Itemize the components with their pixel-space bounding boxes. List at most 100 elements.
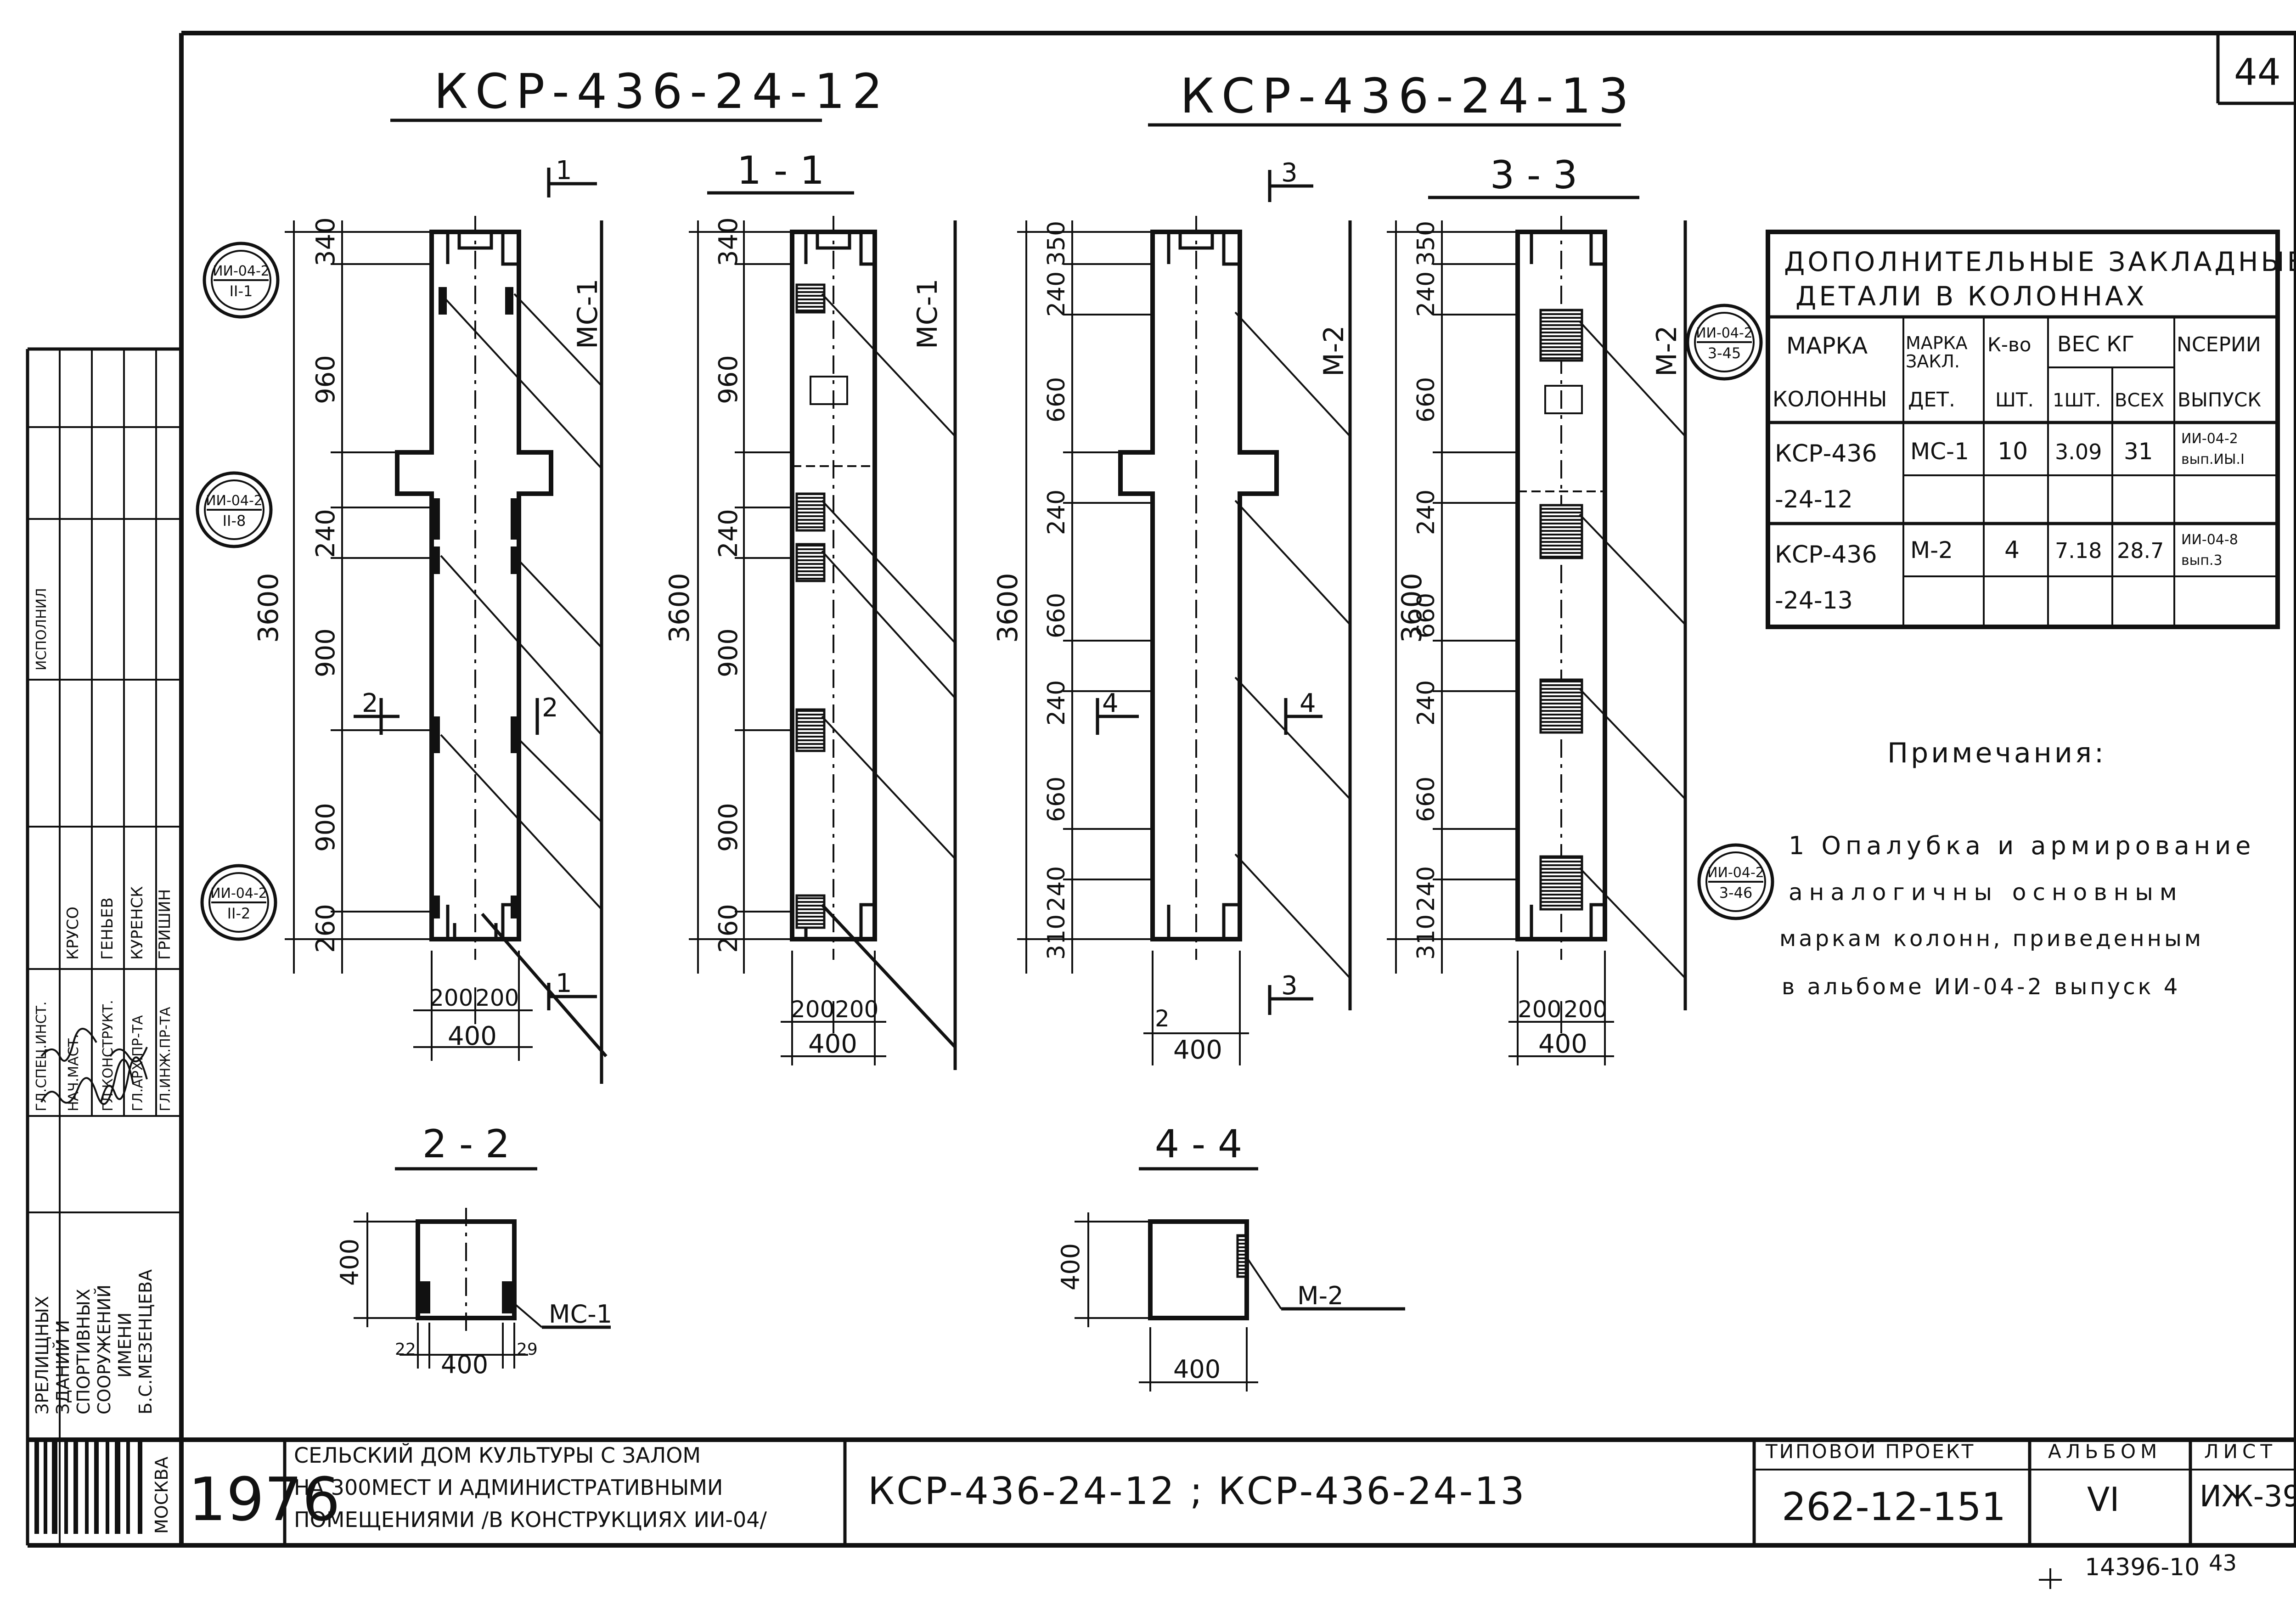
section-4-4: 4 - 4 М-2 400 400 [1056, 1121, 1405, 1392]
svg-text:240: 240 [1412, 866, 1440, 912]
svg-text:К-во: К-во [1987, 333, 2031, 356]
stamp-album: VI [2087, 1480, 2120, 1519]
ref-bubble-3: ИИ-04-2 II-2 [200, 864, 277, 941]
svg-text:240: 240 [1043, 271, 1070, 317]
svg-text:3-46: 3-46 [1719, 884, 1753, 901]
svg-text:II-8: II-8 [223, 512, 246, 530]
stamp-sheet-label: ЛИСТ [2204, 1440, 2277, 1463]
svg-text:3: 3 [1281, 971, 1298, 1001]
svg-text:2: 2 [1155, 1005, 1170, 1032]
svg-text:ВЫПУСК: ВЫПУСК [2178, 389, 2261, 411]
label-mc1-s22: МС-1 [549, 1300, 612, 1329]
svg-text:22: 22 [395, 1340, 416, 1359]
stamp-type: 262-12-151 [1782, 1484, 2006, 1529]
page-number: 44 [2234, 51, 2281, 94]
dim-col1-0: 340 [311, 217, 341, 266]
title-left: КСР-436-24-12 [434, 63, 890, 119]
side-stamp-org-2: СПОРТИВНЫХ [73, 1289, 94, 1414]
svg-text:240: 240 [1412, 271, 1440, 317]
svg-text:400: 400 [1056, 1243, 1085, 1290]
column-elevation-2: М-2 3600 350 240 660 240 660 240 660 240… [992, 158, 1352, 1065]
cut-mark-1-top: 1 [556, 156, 572, 186]
label-m2-s33: М-2 [1651, 325, 1683, 377]
svg-text:310: 310 [1412, 914, 1440, 960]
ref-bubble-1: ИИ-04-2 II-1 [203, 242, 280, 319]
label-mc1-col1: МС-1 [572, 279, 604, 349]
ref-bubble-4: ИИ-04-2 3-45 [1686, 304, 1763, 381]
dim-col1-width: 400 [448, 1021, 497, 1051]
svg-text:МС-1: МС-1 [1910, 438, 1969, 465]
svg-text:1ШТ.: 1ШТ. [2053, 390, 2101, 411]
svg-text:660: 660 [1412, 593, 1440, 638]
svg-text:МАРКА: МАРКА [1906, 333, 1968, 353]
notes-line-2: маркам колонн, приведенным [1779, 926, 2204, 952]
footer-page: 43 [2209, 1550, 2237, 1576]
svg-text:240: 240 [1043, 866, 1070, 912]
ref-bubble-5: ИИ-04-2 3-46 [1697, 843, 1774, 920]
svg-text:340: 340 [714, 217, 743, 266]
svg-text:3: 3 [1281, 158, 1298, 188]
svg-text:350: 350 [1412, 221, 1440, 266]
svg-text:200: 200 [1564, 996, 1607, 1023]
side-stamp-org-1: ЗДАНИЙ И [53, 1320, 73, 1414]
svg-text:660: 660 [1412, 777, 1440, 822]
stamp-sheet: ИЖ-39 [2200, 1480, 2296, 1514]
side-stamp: ГЛ.ИНЖ.ПР-ТА ГЛ.АРХ.ПР-ТА ГЛ.КОНСТРУКТ. … [28, 349, 181, 1545]
svg-text:260: 260 [714, 904, 743, 953]
dim-col1-half-b: 200 [475, 985, 519, 1011]
svg-text:КСР-436: КСР-436 [1775, 440, 1877, 468]
dim-col1-5: 260 [311, 904, 341, 953]
svg-text:400: 400 [335, 1239, 364, 1286]
side-stamp-city: МОСКВА [152, 1457, 172, 1534]
svg-text:660: 660 [1412, 377, 1440, 423]
section-2-2-title: 2 - 2 [422, 1121, 510, 1166]
svg-text:ИИ-04-2: ИИ-04-2 [213, 263, 270, 279]
section-3-3-title: 3 - 3 [1490, 152, 1578, 197]
svg-text:ИИ-04-2: ИИ-04-2 [206, 493, 263, 509]
side-stamp-org-3: СООРУЖЕНИЙ [94, 1285, 114, 1414]
svg-text:КСР-436: КСР-436 [1775, 541, 1877, 569]
label-mc1-s11: МС-1 [912, 279, 944, 349]
svg-text:28.7: 28.7 [2117, 538, 2164, 563]
cut-mark-2-left: 2 [362, 688, 378, 718]
svg-text:200: 200 [1518, 996, 1561, 1023]
dim-col1-4: 900 [311, 803, 341, 852]
svg-text:900: 900 [714, 803, 743, 852]
footer-number: 14396-10 [2085, 1554, 2200, 1581]
section-3-3: 3 - 3 М-2 3600 350 240 660 240 6 [1387, 152, 1687, 1065]
svg-text:350: 350 [1043, 221, 1070, 266]
side-stamp-role-2: ГЛ.КОНСТРУКТ. [100, 1000, 116, 1111]
section-1-1: 1 - 1 МС-1 3600 340 960 240 900 [664, 148, 957, 1070]
stamp-marks: КСР-436-24-12 ; КСР-436-24-13 [868, 1470, 1526, 1513]
side-stamp-stripes [34, 1442, 142, 1534]
side-stamp-org-4: ИМЕНИ [115, 1313, 135, 1378]
stamp-desc-1: НА 300МЕСТ И АДМИНИСТРАТИВНЫМИ [294, 1475, 723, 1500]
stamp-year: 1976 [188, 1465, 340, 1534]
svg-text:400: 400 [808, 1029, 857, 1059]
side-stamp-org-0: ЗРЕЛИЩНЫХ [32, 1296, 52, 1414]
svg-text:660: 660 [1043, 777, 1070, 822]
svg-text:ИИ-04-2: ИИ-04-2 [210, 885, 267, 901]
section-1-1-title: 1 - 1 [737, 148, 825, 193]
dims-col1: 3600 340 960 240 900 900 260 200 200 400… [253, 156, 597, 1061]
dim-col1-3: 900 [311, 628, 341, 677]
embedded-details-table: ДОПОЛНИТЕЛЬНЫЕ ЗАКЛАДНЫЕ ДЕТАЛИ В КОЛОНН… [1766, 230, 2296, 629]
side-stamp-name-2: ГЕНЬЕВ [98, 897, 117, 960]
column-elevation-1: МС-1 [395, 216, 608, 1084]
svg-text:ДЕТ.: ДЕТ. [1908, 388, 1955, 411]
side-stamp-role-3: НАЧ.МАСТ. [66, 1034, 82, 1111]
notes-heading: Примечания: [1887, 737, 2106, 769]
svg-text:10: 10 [1998, 438, 2028, 465]
svg-text:240: 240 [714, 509, 743, 558]
svg-text:900: 900 [714, 628, 743, 677]
side-stamp-role-5: ИСПОЛНИЛ [34, 588, 50, 670]
svg-text:-24-13: -24-13 [1775, 587, 1853, 614]
footer-plus-mark [2039, 1568, 2062, 1589]
svg-text:3600: 3600 [1396, 573, 1428, 643]
svg-text:400: 400 [1538, 1029, 1587, 1059]
svg-text:7.18: 7.18 [2055, 538, 2102, 563]
svg-text:4: 4 [1300, 688, 1316, 718]
svg-text:400: 400 [1173, 1035, 1222, 1065]
stamp-album-label: АЛЬБОМ [2048, 1440, 2161, 1463]
notes-line-0: 1 Опалубка и армирование [1789, 831, 2255, 860]
